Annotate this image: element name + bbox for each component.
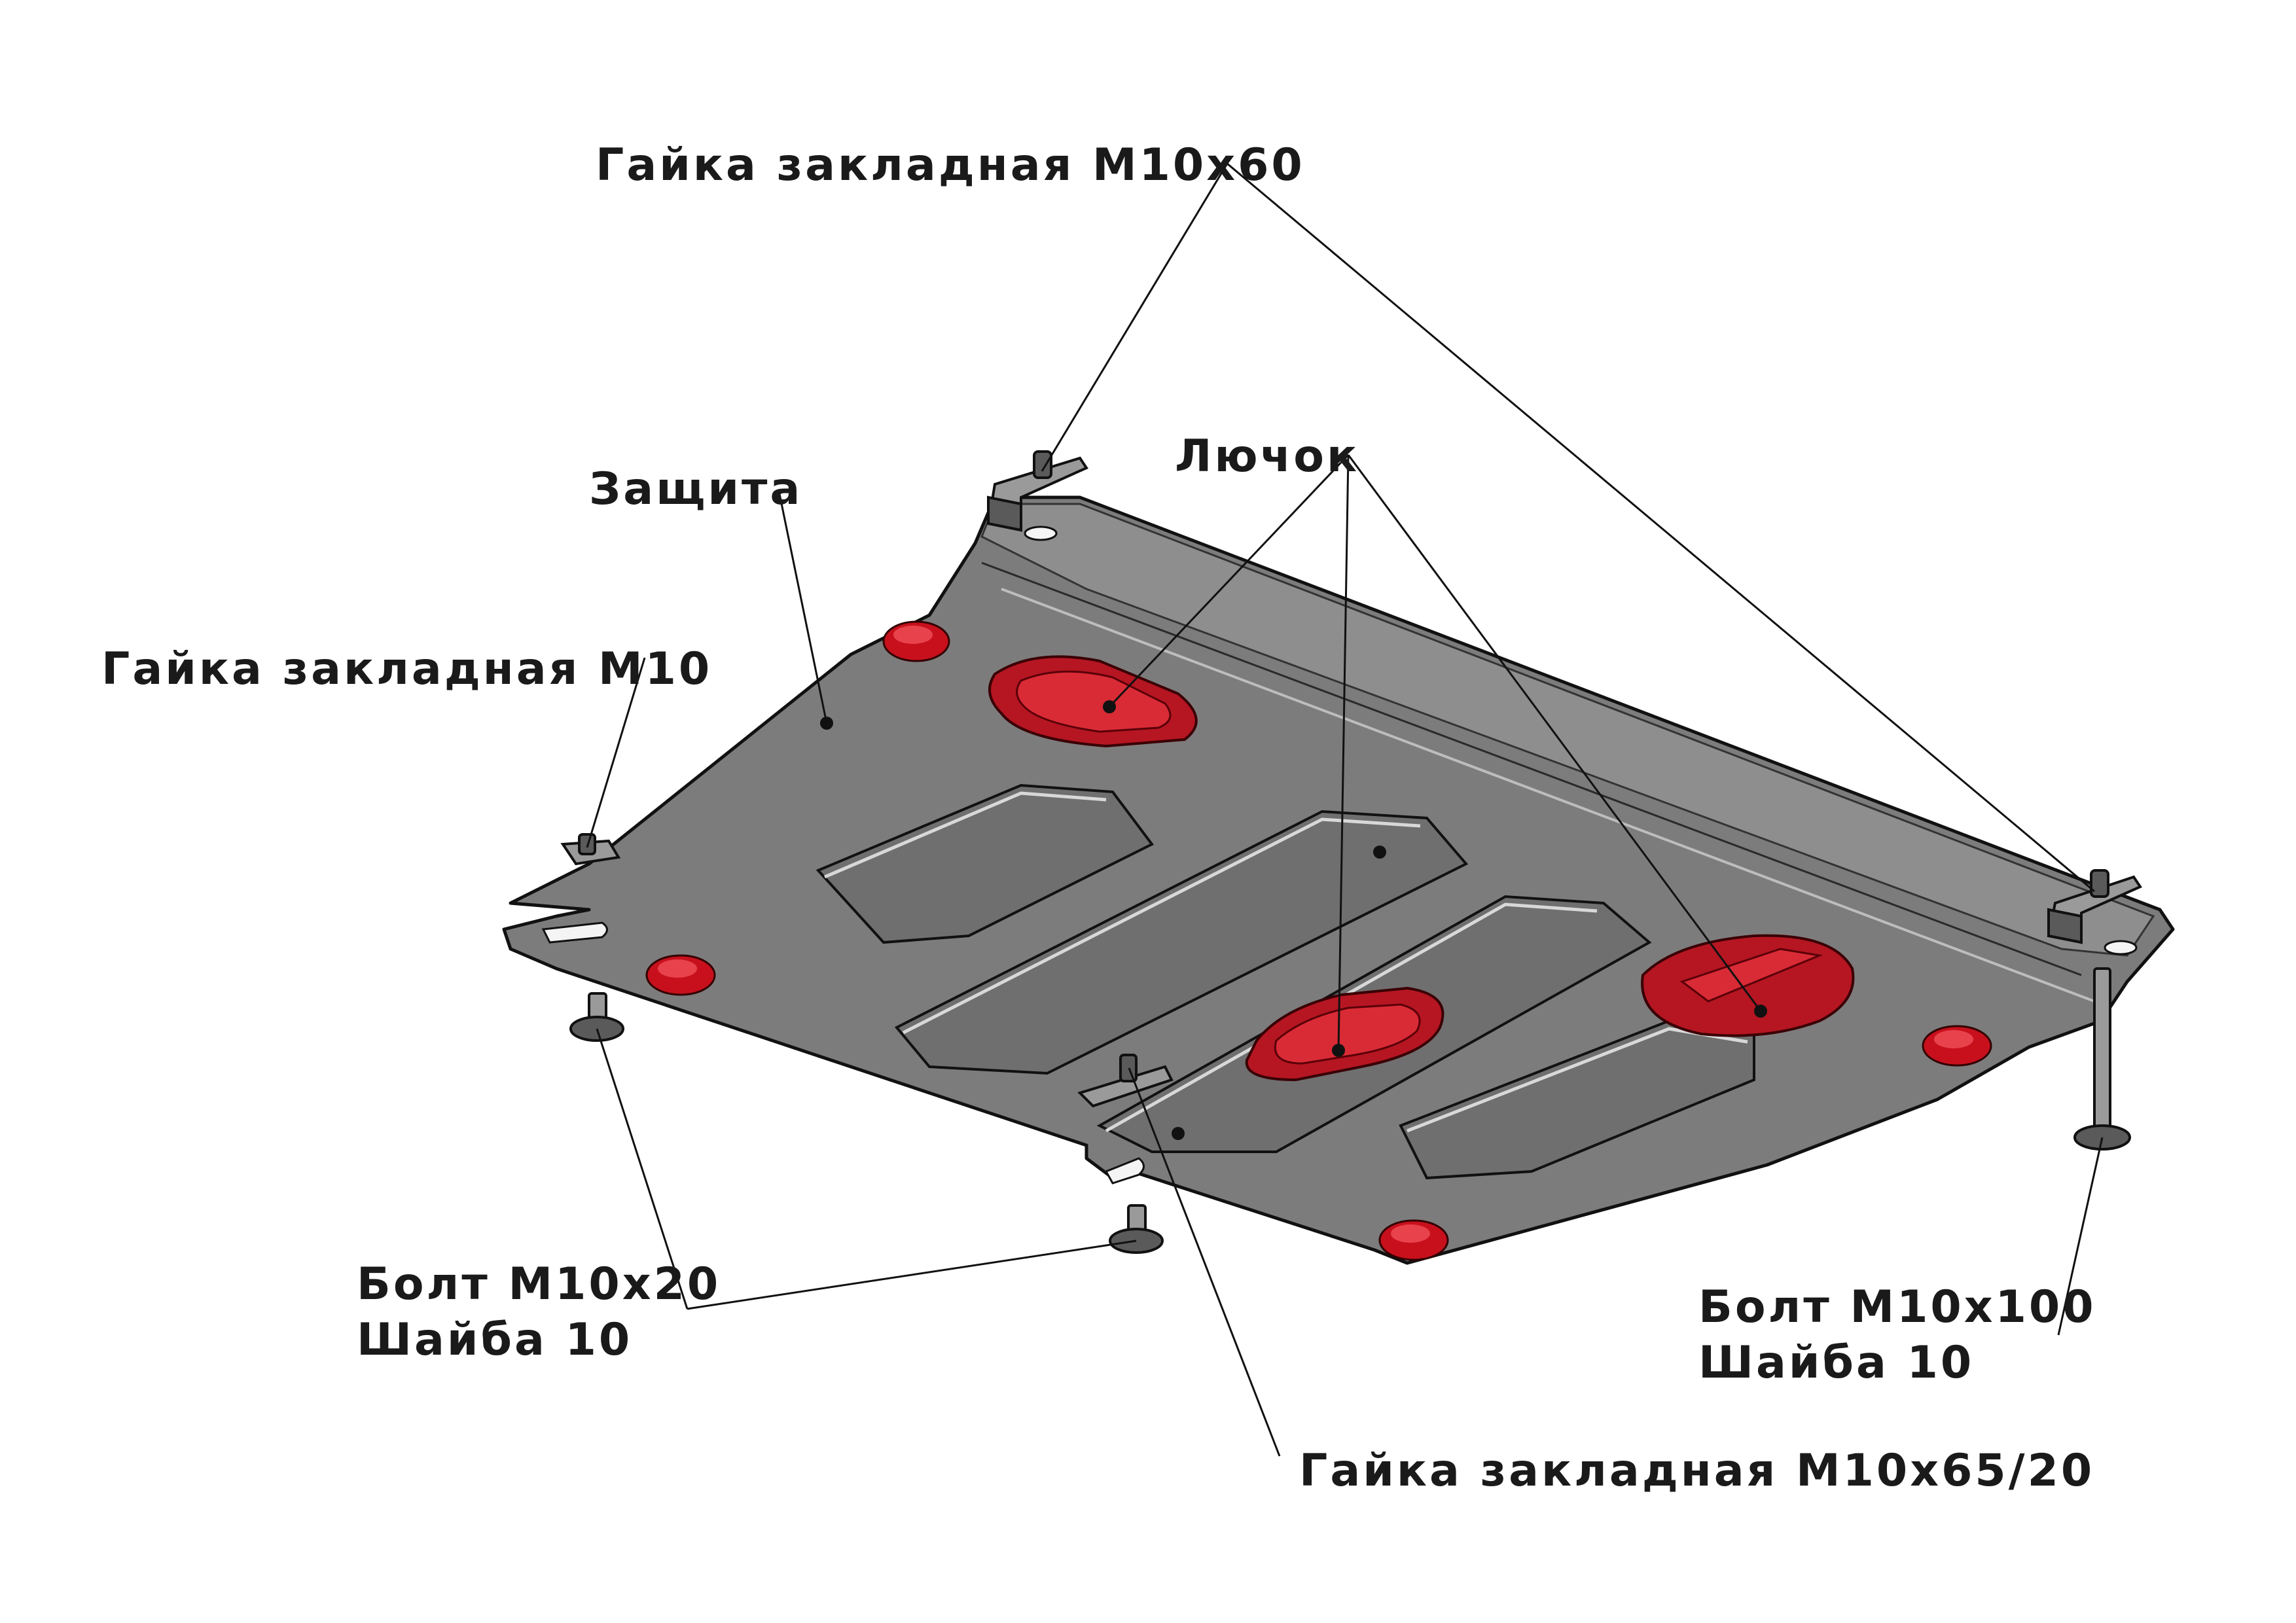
nut-m10x60-right-bracket: [2047, 869, 2142, 944]
label-nut-m10: Гайка закладная М10: [101, 643, 712, 695]
label-nut-m10x65-20: Гайка закладная М10х65/20: [1299, 1445, 2094, 1497]
nut-m10-left: [560, 833, 621, 866]
service-hatches: [988, 655, 1855, 1082]
leader-lines: [586, 162, 2104, 1457]
label-washer-right: Шайба 10: [1698, 1337, 1974, 1389]
label-bolt-m10x100: Болт М10х100: [1698, 1281, 2096, 1333]
bolt-m10x20-left: [569, 992, 624, 1042]
label-nut-m10x60: Гайка закладная М10х60: [596, 139, 1305, 191]
hatch-front-left: [988, 655, 1198, 748]
rubber-plugs: [645, 620, 1992, 1261]
nut-m10x60-left-bracket: [986, 450, 1088, 532]
label-washer-left: Шайба 10: [357, 1314, 632, 1366]
label-guard: Защита: [589, 463, 802, 515]
label-bolt-m10x20: Болт М10х20: [357, 1258, 721, 1310]
hatch-center: [1245, 986, 1444, 1082]
label-hatch: Лючок: [1175, 431, 1359, 482]
skid-plate: [502, 495, 2175, 1265]
bolt-m10x20-center: [1109, 1204, 1164, 1254]
bolt-m10x100-right: [2073, 967, 2131, 1150]
